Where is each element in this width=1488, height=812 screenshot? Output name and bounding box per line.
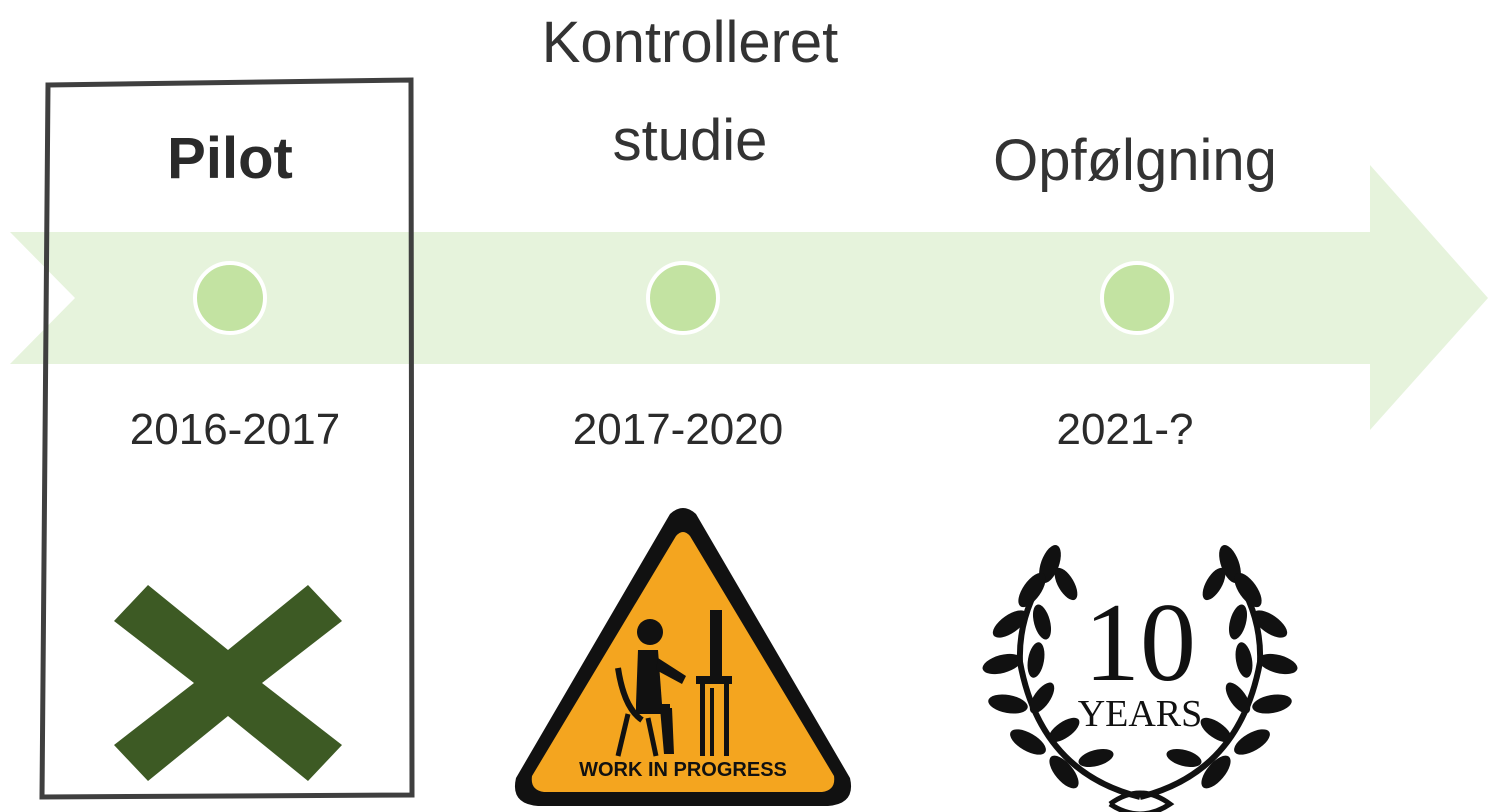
phase-period-pilot: 2016-2017 bbox=[129, 405, 341, 454]
work-in-progress-sign-icon: WORK IN PROGRESS bbox=[514, 508, 852, 806]
phase-period-kontrolleret: 2017-2020 bbox=[572, 405, 784, 454]
phase-title-kontrolleret-line2: studie bbox=[612, 108, 768, 173]
worker-at-desk-figure bbox=[615, 610, 732, 757]
ten-years-laurel-icon: 10 YEARS bbox=[982, 544, 1298, 812]
timeline-marker-opfolgning bbox=[1100, 261, 1174, 335]
pilot-highlight-frame bbox=[39, 77, 415, 800]
badge-years-label: YEARS bbox=[1078, 693, 1203, 735]
timeline-marker-pilot bbox=[193, 261, 267, 335]
phase-title-kontrolleret: Kontrolleret bbox=[541, 10, 839, 75]
phase-period-opfolgning: 2021-? bbox=[1056, 405, 1194, 454]
phase-title-opfolgning: Opfølgning bbox=[993, 128, 1277, 193]
timeline-arrow bbox=[10, 165, 1488, 430]
timeline-marker-kontrolleret bbox=[646, 261, 720, 335]
phase-title-pilot: Pilot bbox=[167, 126, 293, 191]
badge-number: 10 bbox=[1084, 581, 1196, 705]
work-in-progress-label: WORK IN PROGRESS bbox=[579, 759, 787, 781]
x-mark-icon bbox=[114, 585, 342, 781]
